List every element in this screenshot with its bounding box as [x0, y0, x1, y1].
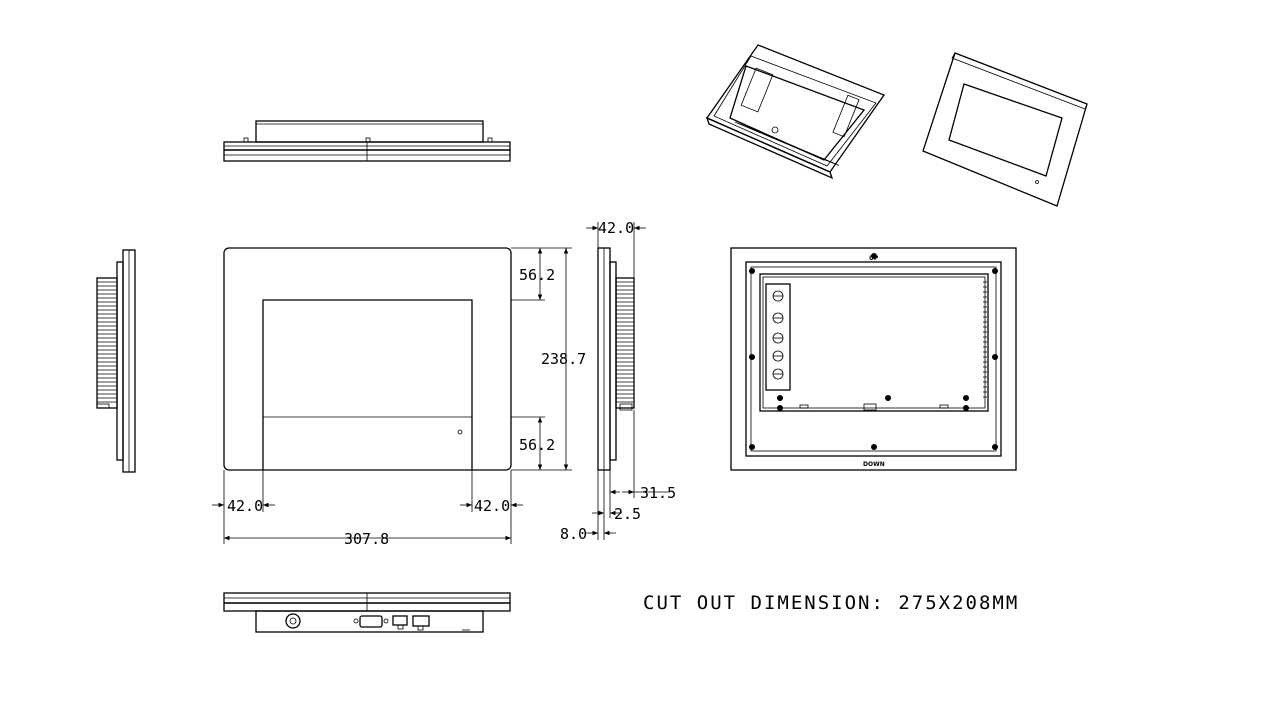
back-view: UP DOWN	[730, 247, 1017, 471]
screw-icon	[885, 395, 891, 401]
heatsink-fins	[97, 281, 117, 403]
isometric-front-view	[922, 52, 1088, 207]
screw-icon	[749, 268, 755, 274]
right-side-view: 42.0 31.5 2.5 8.0	[560, 219, 676, 543]
down-label: DOWN	[863, 461, 885, 468]
screw-icon	[992, 268, 998, 274]
dim-left-bezel: 42.0	[227, 497, 263, 515]
bottom-view	[223, 592, 511, 633]
front-view: 56.2 56.2 238.7 42.0 42.0 307.8	[212, 247, 586, 548]
dim-bezel-thickness: 8.0	[560, 525, 587, 543]
cutout-dimension-note: CUT OUT DIMENSION: 275X208MM	[643, 592, 1019, 614]
usb-port-icon	[392, 615, 408, 626]
dim-front-thickness: 2.5	[614, 505, 641, 523]
dim-overall-width: 307.8	[344, 530, 389, 548]
screw-icon	[992, 354, 998, 360]
dim-bottom-depth: 31.5	[640, 484, 676, 502]
dim-top-depth: 42.0	[598, 219, 634, 237]
serial-port-icon	[359, 615, 383, 628]
front-bezel	[223, 247, 512, 471]
screw-icon	[777, 405, 783, 411]
heatsink-fins	[616, 281, 634, 403]
lan-port-icon	[412, 615, 430, 627]
dim-top-bezel: 56.2	[519, 266, 555, 284]
dim-right-bezel: 42.0	[474, 497, 510, 515]
screw-icon	[749, 354, 755, 360]
top-view	[223, 120, 511, 162]
isometric-back-view	[705, 44, 886, 180]
screw-icon	[871, 253, 877, 259]
power-jack-icon	[285, 613, 301, 629]
up-label: UP	[869, 255, 879, 262]
dim-overall-height: 238.7	[541, 350, 586, 368]
screw-icon	[749, 444, 755, 450]
screw-icon	[777, 395, 783, 401]
detail-line	[755, 130, 840, 166]
screw-icon	[963, 395, 969, 401]
screw-icon	[992, 444, 998, 450]
screw-icon	[871, 444, 877, 450]
left-side-view	[96, 249, 136, 473]
screw-icon	[963, 405, 969, 411]
dim-bottom-bezel: 56.2	[519, 436, 555, 454]
